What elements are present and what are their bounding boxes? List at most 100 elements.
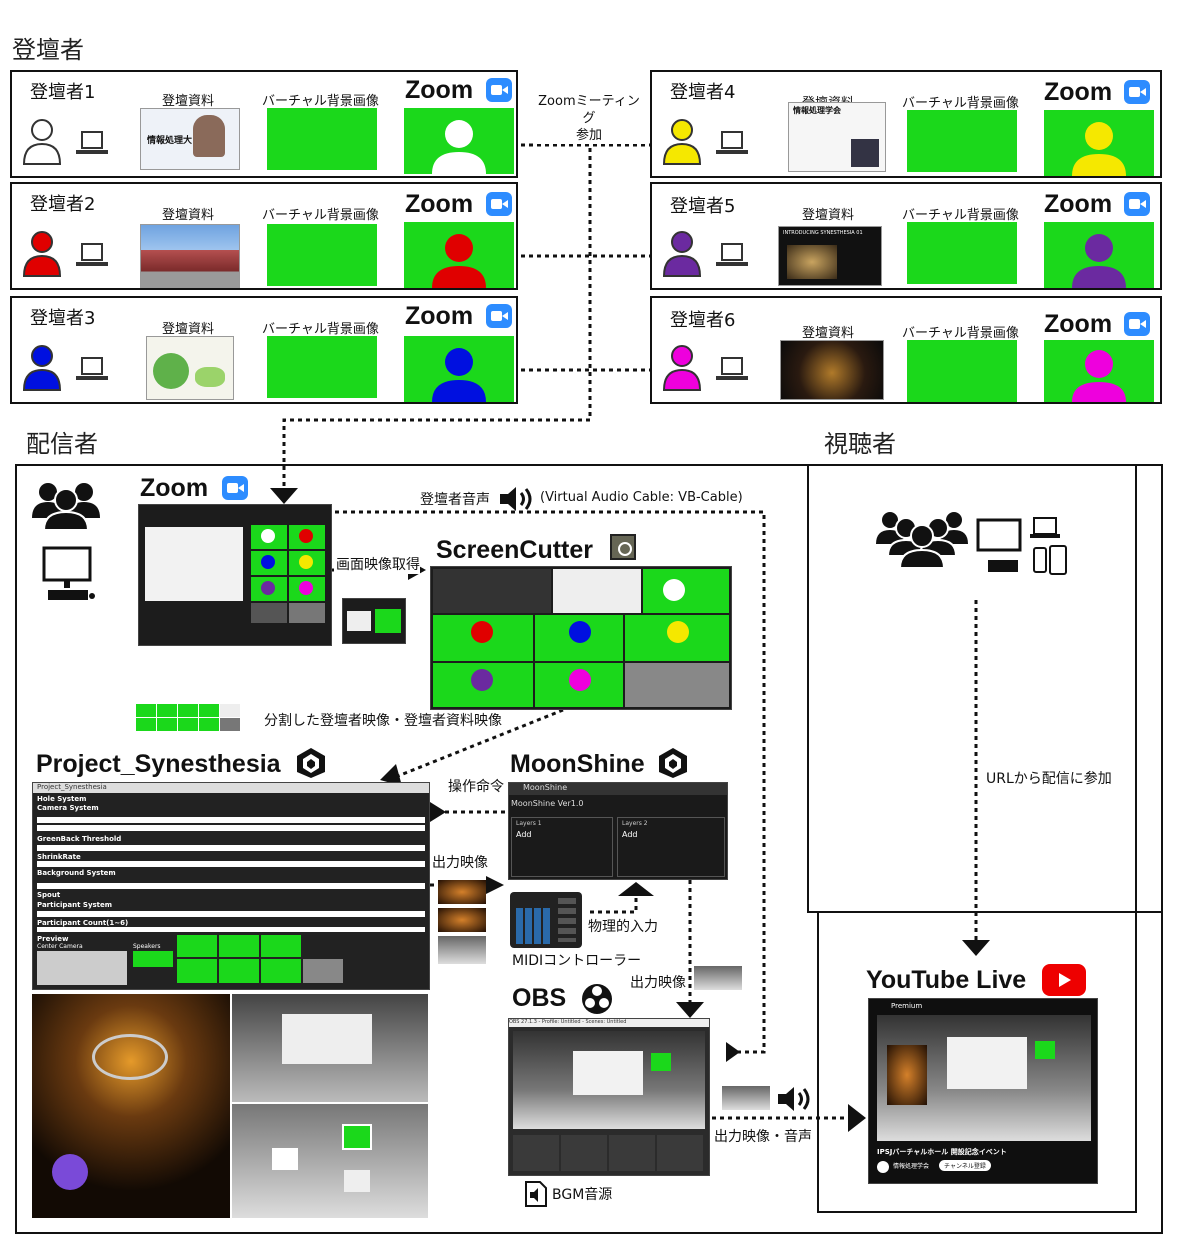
zoom-logo-text: Zoom bbox=[1044, 78, 1112, 107]
youtube-player-screenshot: Premium IPSJバーチャルホール 開設記念イベント 情報処理学会 チャン… bbox=[868, 998, 1098, 1184]
obs-logo-icon bbox=[580, 982, 614, 1016]
virtual-bg-label: バーチャル背景画像 bbox=[902, 322, 1019, 341]
virtual-bg-thumbnail bbox=[267, 336, 377, 398]
participant-count-label: Participant Count(1~6) bbox=[37, 919, 128, 927]
virtual-bg-label: バーチャル背景画像 bbox=[262, 204, 379, 223]
slide-photo bbox=[851, 139, 879, 167]
speaker-box-1: 登壇者1 登壇資料 バーチャル背景画像 Zoom 情報処理大 bbox=[10, 70, 518, 178]
screencutter-app-icon bbox=[610, 534, 636, 560]
virtual-hall-render-2 bbox=[232, 994, 428, 1102]
material-thumbnail bbox=[146, 336, 234, 400]
output-thumb-1 bbox=[438, 880, 486, 904]
zoom-video-thumbnail bbox=[1044, 110, 1154, 176]
zoom-camera-icon bbox=[486, 78, 512, 102]
shared-slide bbox=[145, 527, 243, 601]
layer2-add-button[interactable]: Add bbox=[622, 830, 638, 839]
material-thumbnail bbox=[140, 224, 240, 288]
layer1-add-button[interactable]: Add bbox=[516, 830, 532, 839]
speaker-audio-label: 登壇者音声 bbox=[420, 489, 494, 509]
physical-input-label: 物理的入力 bbox=[588, 916, 658, 936]
unity-logo-icon bbox=[656, 746, 690, 780]
moonshine-title: MoonShine bbox=[510, 750, 645, 779]
youtube-video-caption: IPSJバーチャルホール 開設記念イベント bbox=[877, 1147, 1007, 1157]
zoom-video-thumbnail bbox=[404, 108, 514, 174]
output-video-label: 出力映像 bbox=[432, 852, 488, 872]
presenter-photo bbox=[193, 115, 225, 157]
operation-command-label: 操作命令 bbox=[448, 776, 504, 796]
output-thumb-obs bbox=[694, 966, 742, 990]
zoom-video-thumbnail bbox=[1044, 340, 1154, 402]
spout-label: Spout bbox=[37, 891, 60, 899]
moonshine-ui: MoonShine MoonShine Ver1.0 Layers 1 Add … bbox=[508, 782, 728, 880]
zoom-logo-text: Zoom bbox=[405, 190, 473, 219]
zoom-camera-icon bbox=[1124, 312, 1150, 336]
youtube-brand-text: Premium bbox=[891, 1002, 922, 1010]
virtual-hall-render-3 bbox=[232, 1104, 428, 1218]
zoom-camera-icon bbox=[486, 304, 512, 328]
obs-title: OBS bbox=[512, 984, 566, 1013]
virtual-bg-label: バーチャル背景画像 bbox=[902, 92, 1019, 111]
obs-ui: OBS 27.1.3 - Profile: Untitled - Scenes:… bbox=[508, 1018, 710, 1176]
moonshine-version: MoonShine Ver1.0 bbox=[511, 799, 583, 808]
virtual-bg-thumbnail bbox=[267, 224, 377, 286]
material-label: 登壇資料 bbox=[802, 204, 854, 223]
screencutter-screenshot bbox=[430, 566, 732, 710]
layer2-label: Layers 2 bbox=[622, 820, 648, 827]
material-label: 登壇資料 bbox=[162, 318, 214, 337]
speaker-sound-icon bbox=[776, 1084, 816, 1114]
unity-logo-icon bbox=[294, 746, 328, 780]
material-thumbnail: 情報処理学会 bbox=[788, 102, 886, 172]
laptop-icon bbox=[12, 184, 132, 284]
leaf-image bbox=[195, 367, 225, 387]
sphere-image bbox=[153, 353, 189, 389]
output-thumb-2 bbox=[438, 908, 486, 932]
channel-name: 情報処理学会 bbox=[893, 1161, 929, 1170]
obs-window-title: OBS 27.1.3 - Profile: Untitled - Scenes:… bbox=[509, 1019, 709, 1027]
zoom-meeting-label: Zoomミーティング 参加 bbox=[533, 93, 645, 144]
moonshine-window-title: MoonShine bbox=[509, 783, 728, 795]
material-label: 登壇資料 bbox=[802, 322, 854, 341]
participant-grid bbox=[251, 525, 327, 625]
background-system-label: Background System bbox=[37, 869, 116, 877]
speaker-box-3: 登壇者3 登壇資料 バーチャル背景画像 Zoom bbox=[10, 296, 518, 404]
virtual-bg-label: バーチャル背景画像 bbox=[262, 318, 379, 337]
material-thumbnail: 情報処理大 bbox=[140, 108, 240, 170]
laptop-icon bbox=[12, 72, 132, 172]
virtual-bg-label: バーチャル背景画像 bbox=[902, 204, 1019, 223]
material-label: 登壇資料 bbox=[162, 204, 214, 223]
midi-controller-label: MIDIコントローラー bbox=[512, 950, 641, 970]
layer1-panel: Layers 1 Add bbox=[511, 817, 613, 877]
subscribe-button[interactable]: チャンネル登録 bbox=[939, 1160, 991, 1171]
material-thumbnail bbox=[780, 340, 884, 400]
youtube-live-title: YouTube Live bbox=[866, 966, 1026, 995]
speaker-box-2: 登壇者2 登壇資料 バーチャル背景画像 Zoom bbox=[10, 182, 518, 290]
desktop-computer-icon bbox=[40, 546, 120, 616]
virtual-bg-label: バーチャル背景画像 bbox=[262, 90, 379, 109]
output-av-label: 出力映像・音声 bbox=[714, 1126, 812, 1146]
project-synesthesia-ui: Project_Synesthesia Hole System Camera S… bbox=[32, 782, 430, 990]
material-thumbnail: INTRODUCING SYNESTHESIA 01 bbox=[778, 226, 882, 286]
youtube-video-frame bbox=[877, 1015, 1091, 1141]
layer2-panel: Layers 2 Add bbox=[617, 817, 725, 877]
split-video-label: 分割した登壇者映像・登壇者資料映像 bbox=[264, 710, 502, 730]
virtual-hall-render-1 bbox=[32, 994, 230, 1218]
laptop-icon bbox=[652, 298, 772, 398]
center-camera-label: Center Camera bbox=[37, 943, 83, 950]
camera-system-label: Camera System bbox=[37, 804, 99, 812]
split-video-thumbnails bbox=[136, 704, 258, 732]
preview-label: Preview bbox=[37, 935, 69, 943]
output-video-label-2: 出力映像 bbox=[630, 972, 686, 992]
viewer-devices-icon bbox=[974, 514, 1074, 584]
laptop-icon bbox=[12, 298, 132, 398]
viewer-group-icon bbox=[872, 508, 982, 578]
slide-title: 情報処理大 bbox=[147, 133, 192, 146]
speaker-sound-icon bbox=[498, 484, 538, 514]
shrink-label: ShrinkRate bbox=[37, 853, 81, 861]
zoom-logo-text: Zoom bbox=[1044, 190, 1112, 219]
zoom-logo-text: Zoom bbox=[1044, 310, 1112, 339]
zoom-camera-icon bbox=[486, 192, 512, 216]
zoom-camera-icon bbox=[222, 476, 248, 500]
virtual-audio-cable-label: (Virtual Audio Cable: VB-Cable) bbox=[540, 490, 747, 505]
material-label: 登壇資料 bbox=[162, 90, 214, 109]
hole-system-label: Hole System bbox=[37, 795, 86, 803]
